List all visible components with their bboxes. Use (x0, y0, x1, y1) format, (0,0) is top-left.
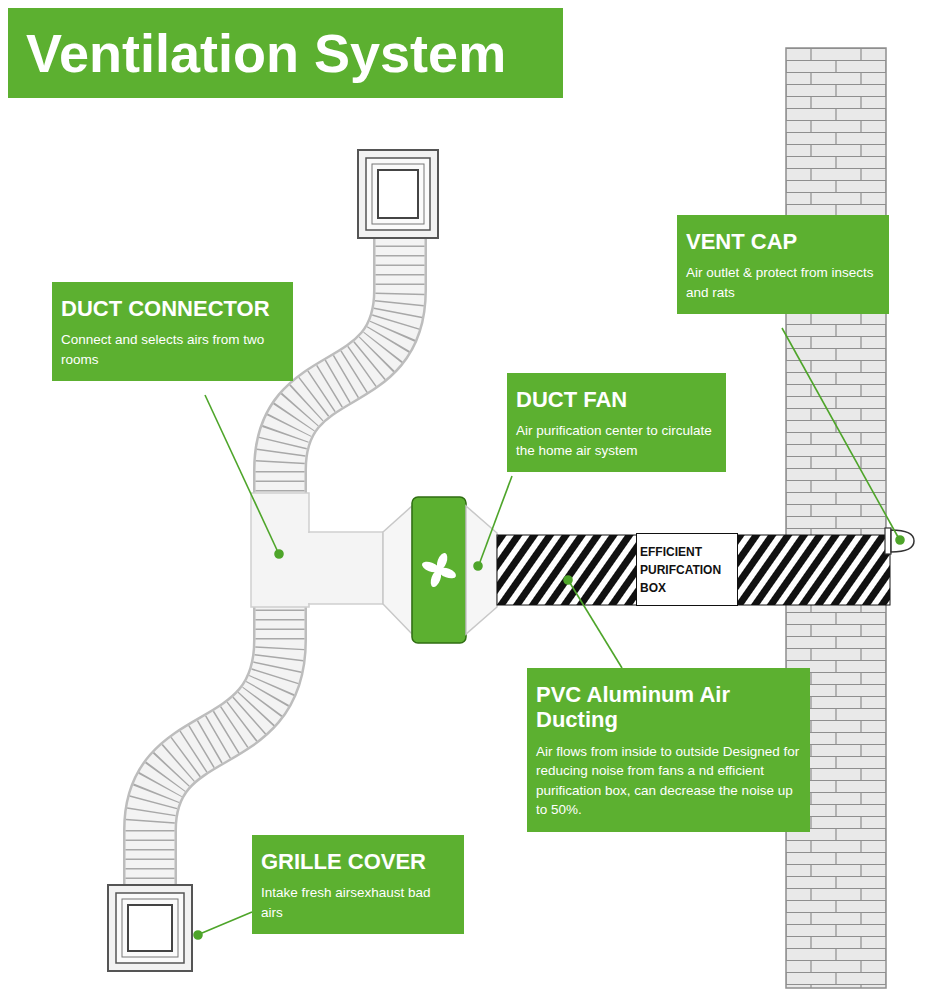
callout-box: GRILLE COVER Intake fresh airsexhaust bad… (252, 835, 464, 934)
leader-line (194, 328, 904, 939)
title: Ventilation System (26, 22, 506, 84)
body-text: Air outlet & protect from insects and ra… (686, 263, 879, 302)
heading: DUCT CONNECTOR (61, 296, 283, 321)
body-text: Air flows from inside to outside Designe… (536, 742, 800, 820)
heading: DUCT FAN (516, 387, 716, 412)
callout-box: DUCT FAN Air purification center to circu… (507, 373, 726, 472)
heading: VENT CAP (686, 229, 879, 254)
vent-cap (885, 528, 914, 554)
body-text: Intake fresh airsexhaust bad airs (261, 883, 454, 922)
brick-wall (786, 48, 886, 988)
heading: EFFICIENT PURIFCATION BOX (640, 543, 734, 597)
duct-fan (412, 497, 497, 643)
heading: PVC Aluminum Air Ducting (536, 682, 800, 733)
title-banner: Ventilation System (8, 8, 563, 98)
callout-box: PVC Aluminum Air DuctingAir flows from i… (527, 668, 810, 832)
grille-cover (358, 150, 438, 238)
callout-box: VENT CAP Air outlet & protect from insect… (677, 215, 889, 314)
purification-box: EFFICIENT PURIFCATION BOX (636, 533, 738, 606)
body-text: Connect and selects airs from two rooms (61, 330, 283, 369)
duct-connector (251, 493, 412, 634)
grille-cover (108, 885, 192, 971)
callout-box: DUCT CONNECTOR Connect and selects airs f… (52, 282, 293, 381)
heading: GRILLE COVER (261, 849, 454, 874)
body-text: Air purification center to circulate the… (516, 421, 716, 460)
